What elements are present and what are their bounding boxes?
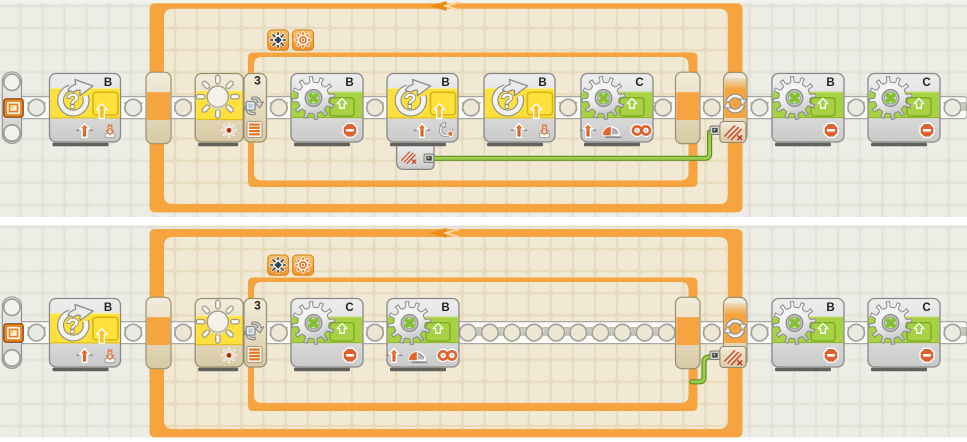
svg-text:B: B: [104, 77, 112, 89]
svg-text:B: B: [538, 77, 546, 89]
svg-text:C: C: [345, 302, 353, 314]
svg-text:B: B: [441, 302, 449, 314]
svg-text:B: B: [104, 302, 112, 314]
svg-text:B: B: [441, 77, 449, 89]
svg-text:B: B: [826, 77, 834, 89]
svg-text:C: C: [635, 77, 643, 89]
svg-text:C: C: [922, 302, 930, 314]
svg-text:C: C: [922, 77, 930, 89]
svg-text:3: 3: [254, 299, 261, 313]
svg-text:3: 3: [254, 74, 261, 88]
svg-text:B: B: [826, 302, 834, 314]
svg-text:B: B: [345, 77, 353, 89]
